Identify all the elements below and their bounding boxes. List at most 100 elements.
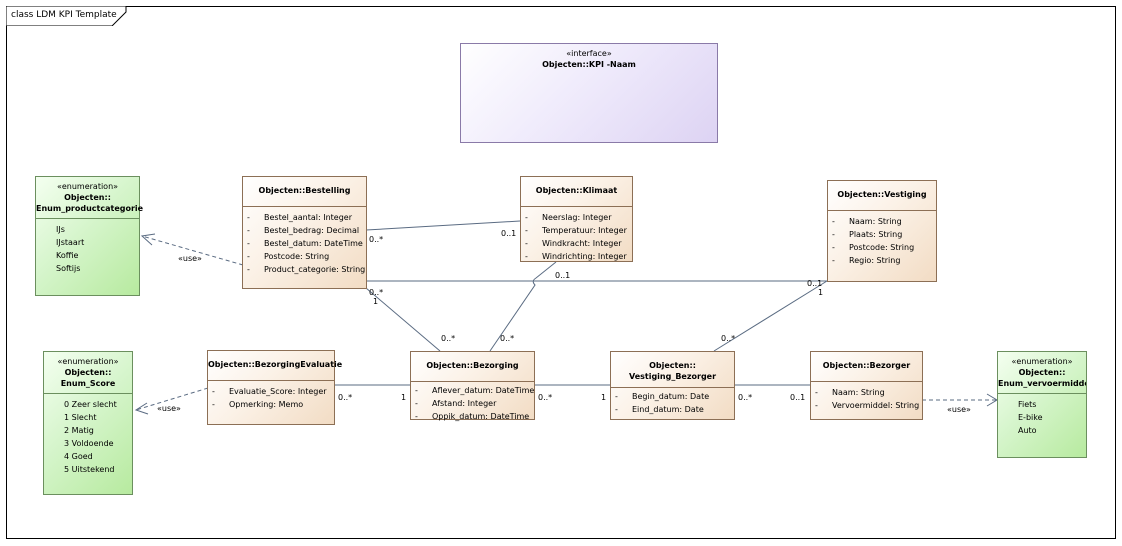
enum-stereotype: «enumeration»	[56, 182, 119, 191]
use-label-vervoermiddel: «use»	[947, 405, 971, 414]
class-bezorger[interactable]: Objecten::Bezorger -Naam: String -Vervoe…	[810, 351, 923, 420]
assoc-bestelling-klimaat	[365, 220, 521, 231]
use-label-productcategorie: «use»	[178, 254, 202, 263]
enum-literal: Auto	[1018, 426, 1037, 435]
enum-literal: Fiets	[1018, 400, 1037, 409]
use-label-score: «use»	[157, 404, 181, 413]
assoc-bestelling-bezorging	[365, 287, 441, 352]
interface-stereotype: «interface»	[566, 49, 612, 58]
dep-use-productcategorie	[141, 235, 244, 266]
enum-literal: E-bike	[1018, 413, 1043, 422]
diagram-frame	[6, 6, 1116, 539]
attribute-row: -Postcode: String	[832, 243, 915, 252]
mult-vb-bezorger-dst: 0..1	[790, 393, 806, 402]
enum-separator	[44, 393, 132, 394]
enum-literal: 2 Matig	[64, 426, 94, 435]
mult-evaluatie-src: 0..*	[338, 393, 353, 402]
diagram-frame-tab	[6, 6, 127, 26]
class-vestiging[interactable]: Objecten::Vestiging -Naam: String -Plaat…	[827, 180, 937, 282]
class-name: Objecten::Bezorging	[426, 361, 519, 370]
enum-vervoermiddel[interactable]: «enumeration» Objecten:: Enum_vervoermid…	[997, 351, 1087, 458]
mult-vestiging-vb-dst: 0..*	[721, 334, 736, 343]
mult-vestiging-near: 0..1	[807, 279, 823, 288]
diagram-title: class LDM KPI Template	[11, 10, 117, 20]
mult-bestelling-bezorging-src: 0..*	[369, 288, 384, 297]
enum-name: Enum_productcategorie	[36, 204, 144, 213]
class-name-prefix: Objecten::	[649, 361, 696, 370]
class-name: Objecten::Vestiging	[837, 190, 927, 199]
attribute-row: -Neerslag: Integer	[525, 213, 612, 222]
enum-stereotype: «enumeration»	[1011, 357, 1073, 366]
enum-literal: 0 Zeer slecht	[64, 400, 117, 409]
enum-productcategorie[interactable]: «enumeration» Objecten:: Enum_productcat…	[35, 176, 144, 296]
mult-vestiging-one: 1	[818, 288, 824, 297]
attribute-row: -Evaluatie_Score: Integer	[212, 387, 327, 396]
attribute-row: -Vervoermiddel: String	[815, 401, 920, 410]
class-name: Objecten::BezorgingEvaluatie	[208, 360, 343, 369]
attribute-row: -Windkracht: Integer	[525, 239, 622, 248]
class-klimaat[interactable]: Objecten::Klimaat -Neerslag: Integer -Te…	[520, 176, 633, 262]
enum-literal: Koffie	[56, 251, 79, 260]
attribute-row: -Begin_datum: Date	[615, 392, 710, 401]
class-separator	[521, 206, 632, 207]
mult-bestelling-bezorging-src-one: 1	[373, 297, 379, 306]
mult-bestelling-klimaat-dst: 0..1	[501, 229, 517, 238]
enum-name-prefix: Objecten::	[64, 368, 112, 377]
mult-bestelling-bezorging-dst: 0..*	[441, 334, 456, 343]
enum-literal: IJs	[56, 225, 65, 234]
enum-name-prefix: Objecten::	[1018, 368, 1066, 377]
class-bezorgingevaluatie[interactable]: Objecten::BezorgingEvaluatie -Evaluatie_…	[207, 350, 343, 425]
enum-literal: 3 Voldoende	[64, 439, 114, 448]
mult-bestelling-vestiging-dst: 0..1	[555, 271, 571, 280]
arrowhead-score	[134, 402, 149, 415]
attribute-row: -Oppik_datum: DateTime	[415, 412, 530, 421]
mult-klimaat-bezorging-dst: 0..*	[500, 334, 515, 343]
class-name: Objecten::Bestelling	[258, 186, 351, 195]
class-separator	[411, 381, 534, 382]
class-separator	[611, 387, 734, 388]
mult-evaluatie-dst: 1	[401, 393, 407, 402]
attribute-row: -Aflever_datum: DateTime	[415, 386, 535, 395]
attribute-row: -Bestel_bedrag: Decimal	[247, 226, 360, 235]
mult-vb-bezorger-src: 0..*	[738, 393, 753, 402]
class-separator	[243, 206, 366, 207]
class-bestelling[interactable]: Objecten::Bestelling -Bestel_aantal: Int…	[242, 176, 367, 289]
attribute-row: -Opmerking: Memo	[212, 400, 304, 409]
assoc-vestiging-vb	[713, 280, 828, 352]
interface-kpi-naam[interactable]: «interface» Objecten::KPI -Naam	[460, 43, 718, 143]
attribute-row: -Naam: String	[832, 217, 902, 226]
enum-name: Enum_Score	[60, 379, 116, 388]
interface-name: Objecten::KPI -Naam	[542, 60, 636, 69]
attribute-row: -Bestel_datum: DateTime	[247, 239, 363, 248]
enum-literal: IJstaart	[56, 238, 85, 247]
attribute-row: -Windrichting: Integer	[525, 252, 627, 261]
assoc-klimaat-bezorging	[489, 261, 557, 352]
mult-bezorging-vb-src: 0..*	[538, 393, 553, 402]
enum-stereotype: «enumeration»	[57, 357, 119, 366]
enum-literal: 1 Slecht	[64, 413, 97, 422]
attribute-row: -Regio: String	[832, 256, 901, 265]
class-separator	[208, 380, 334, 381]
class-bezorging[interactable]: Objecten::Bezorging -Aflever_datum: Date…	[410, 351, 535, 421]
mult-bezorging-vb-dst: 1	[601, 393, 607, 402]
attribute-row: -Naam: String	[815, 388, 885, 397]
enum-literal: 4 Goed	[64, 452, 93, 461]
class-name: Vestiging_Bezorger	[628, 372, 717, 381]
enum-name: Enum_vervoermiddel	[998, 379, 1086, 388]
class-separator	[811, 381, 922, 382]
class-separator	[828, 210, 936, 211]
enum-score[interactable]: «enumeration» Objecten:: Enum_Score 0 Ze…	[43, 351, 133, 495]
attribute-row: -Afstand: Integer	[415, 399, 497, 408]
mult-bestelling-klimaat-src: 0..*	[369, 235, 384, 244]
class-vestiging-bezorger[interactable]: Objecten:: Vestiging_Bezorger -Begin_dat…	[610, 351, 735, 420]
enum-separator	[998, 393, 1086, 394]
class-name: Objecten::Klimaat	[535, 186, 618, 195]
enum-separator	[36, 218, 139, 219]
dep-use-score	[135, 387, 209, 411]
enum-literal: Softijs	[56, 264, 81, 273]
attribute-row: -Bestel_aantal: Integer	[247, 213, 353, 222]
attribute-row: -Plaats: String	[832, 230, 903, 239]
attribute-row: -Eind_datum: Date	[615, 405, 704, 414]
arrowhead-productcategorie	[140, 233, 156, 246]
